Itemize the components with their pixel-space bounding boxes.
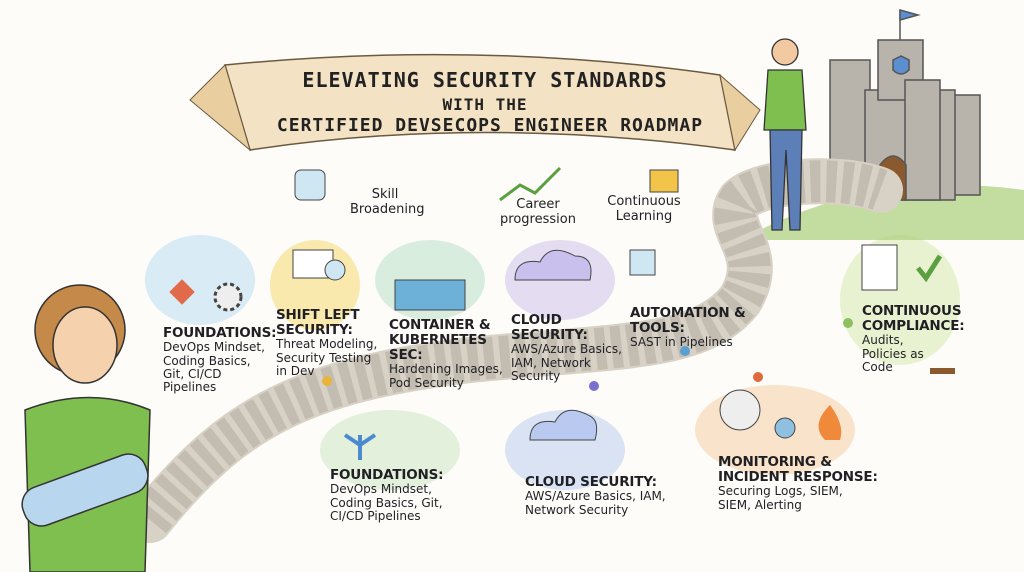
milestone-title: CLOUD SECURITY: bbox=[525, 474, 657, 490]
milestone-title: CLOUD SECURITY: bbox=[511, 312, 588, 344]
banner-tail-left bbox=[189, 64, 251, 152]
milestone-monitoring: MONITORING & INCIDENT RESPONSE:Securing … bbox=[718, 454, 878, 512]
milestone-title: FOUNDATIONS: bbox=[330, 467, 444, 483]
checklist-icon bbox=[861, 244, 898, 291]
milestone-body: Audits, Policies as Code bbox=[862, 333, 924, 375]
container-icon bbox=[394, 279, 466, 311]
benefit-career-progression: Career progression bbox=[500, 197, 576, 227]
title-line-2: WITH THE bbox=[442, 95, 528, 114]
milestone-dot bbox=[322, 376, 332, 386]
milestone-body: Securing Logs, SIEM, SIEM, Alerting bbox=[718, 484, 843, 512]
radar-icon bbox=[719, 389, 761, 431]
binoculars-icon bbox=[774, 417, 796, 439]
milestone-foundations: FOUNDATIONS:DevOps Mindset, Coding Basic… bbox=[163, 325, 277, 395]
road-stones bbox=[133, 160, 888, 534]
checkmark-icon bbox=[916, 254, 943, 283]
folder-icon bbox=[649, 169, 679, 193]
title-line-3: CERTIFIED DEVSECOPS ENGINEER ROADMAP bbox=[276, 115, 704, 136]
milestone-dot bbox=[680, 346, 690, 356]
milestone-body: SAST in Pipelines bbox=[630, 335, 733, 350]
milestone-body: Hardening Images, Pod Security bbox=[389, 362, 503, 390]
milestone-body: DevOps Mindset, Coding Basics, Git, CI/C… bbox=[163, 340, 265, 395]
adult-figure bbox=[763, 38, 807, 231]
milestone-body: Threat Modeling, Security Testing in Dev bbox=[276, 337, 378, 379]
milestone-automation: AUTOMATION & TOOLS:SAST in Pipelines bbox=[630, 305, 790, 350]
child-figure bbox=[21, 284, 151, 572]
milestone-container: CONTAINER & KUBERNETES SEC:Hardening Ima… bbox=[389, 317, 514, 390]
milestone-body: AWS/Azure Basics, IAM, Network Security bbox=[511, 342, 622, 384]
milestone-body: DevOps Mindset, Coding Basics, Git, CI/C… bbox=[330, 482, 443, 523]
milestone-title: AUTOMATION & TOOLS: bbox=[630, 305, 746, 337]
foundations-wash bbox=[145, 235, 255, 325]
milestone-foundations-2: FOUNDATIONS:DevOps Mindset, Coding Basic… bbox=[330, 467, 455, 523]
milestone-dot bbox=[753, 372, 763, 382]
milestone-body: AWS/Azure Basics, IAM, Network Security bbox=[525, 489, 666, 517]
winding-road bbox=[127, 158, 903, 543]
grass-hill bbox=[760, 185, 1024, 240]
foundations2-wash bbox=[320, 410, 460, 490]
milestone-shift-left: SHIFT LEFT SECURITY:Threat Modeling, Sec… bbox=[276, 307, 381, 379]
milestone-continuous-compliance: CONTINUOUS COMPLIANCE:Audits, Policies a… bbox=[862, 303, 967, 375]
milestone-title: SHIFT LEFT SECURITY: bbox=[276, 307, 360, 339]
fire-icon bbox=[818, 405, 842, 440]
benefit-continuous-learning: Continuous Learning bbox=[607, 194, 681, 224]
robot-skill-icon bbox=[294, 169, 326, 201]
milestone-dot bbox=[589, 381, 599, 391]
growth-arrow-icon bbox=[499, 166, 562, 202]
milestone-dot bbox=[843, 318, 853, 328]
benefit-skill-broadening: Skill Broadening bbox=[350, 187, 425, 217]
milestone-title: CONTAINER & KUBERNETES SEC: bbox=[389, 317, 491, 364]
cloud-lock-icon bbox=[514, 249, 592, 281]
milestone-title: MONITORING & INCIDENT RESPONSE: bbox=[718, 454, 878, 486]
milestone-title: CONTINUOUS COMPLIANCE: bbox=[862, 303, 965, 335]
milestone-cloud-security-2: CLOUD SECURITY:AWS/Azure Basics, IAM, Ne… bbox=[525, 474, 675, 517]
gavel-icon bbox=[930, 368, 955, 374]
cloud2-lock-icon bbox=[529, 409, 598, 441]
git-icon bbox=[169, 279, 195, 305]
branch-arrows-icon bbox=[343, 433, 377, 460]
milestone-cloud-security: CLOUD SECURITY:AWS/Azure Basics, IAM, Ne… bbox=[511, 312, 636, 384]
banner-tail-right bbox=[719, 73, 761, 152]
robot-icon bbox=[629, 249, 656, 276]
milestone-title: FOUNDATIONS: bbox=[163, 325, 277, 341]
gear-icon bbox=[213, 282, 243, 312]
title-line-1: ELEVATING SECURITY STANDARDS bbox=[302, 68, 668, 92]
magnifier-icon bbox=[324, 259, 346, 281]
